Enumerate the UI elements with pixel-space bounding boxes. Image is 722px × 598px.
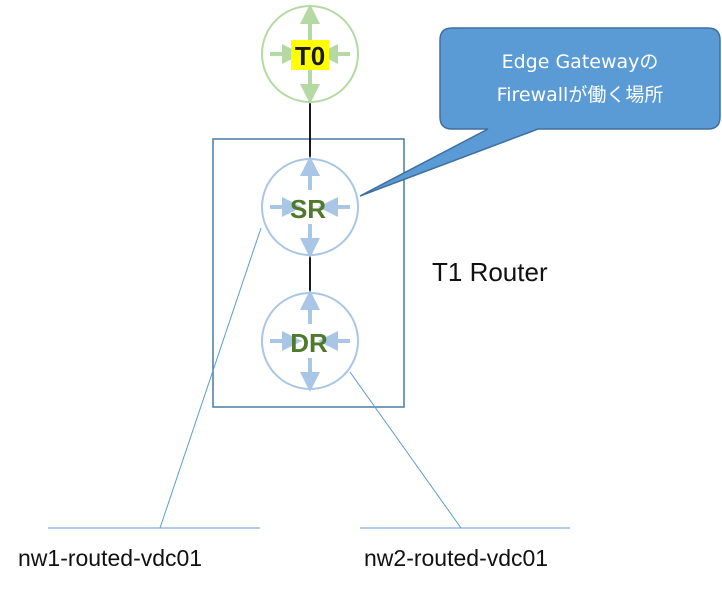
nw1-label: nw1-routed-vdc01 <box>18 545 202 571</box>
firewall-callout: Edge Gatewayの Firewallが働く場所 <box>359 27 721 197</box>
t1-router-box <box>212 138 405 408</box>
nw1-connector-line <box>159 227 262 529</box>
nw2-connector-line <box>349 371 462 529</box>
callout-bubble <box>359 27 721 197</box>
t0-label-highlight <box>291 40 329 70</box>
sr-label: SR <box>290 194 326 224</box>
callout-line1: Edge Gatewayの <box>502 51 659 73</box>
callout-line2: Firewallが働く場所 <box>497 84 664 106</box>
t0-label: T0 <box>295 41 325 71</box>
t1-router-label: T1 Router <box>432 257 548 287</box>
nw2-label: nw2-routed-vdc01 <box>364 545 548 571</box>
sr-router-node: SR <box>261 156 359 258</box>
t0-router-node: T0 <box>261 4 359 104</box>
dr-label: DR <box>290 328 328 358</box>
dr-router-node: DR <box>261 290 359 392</box>
